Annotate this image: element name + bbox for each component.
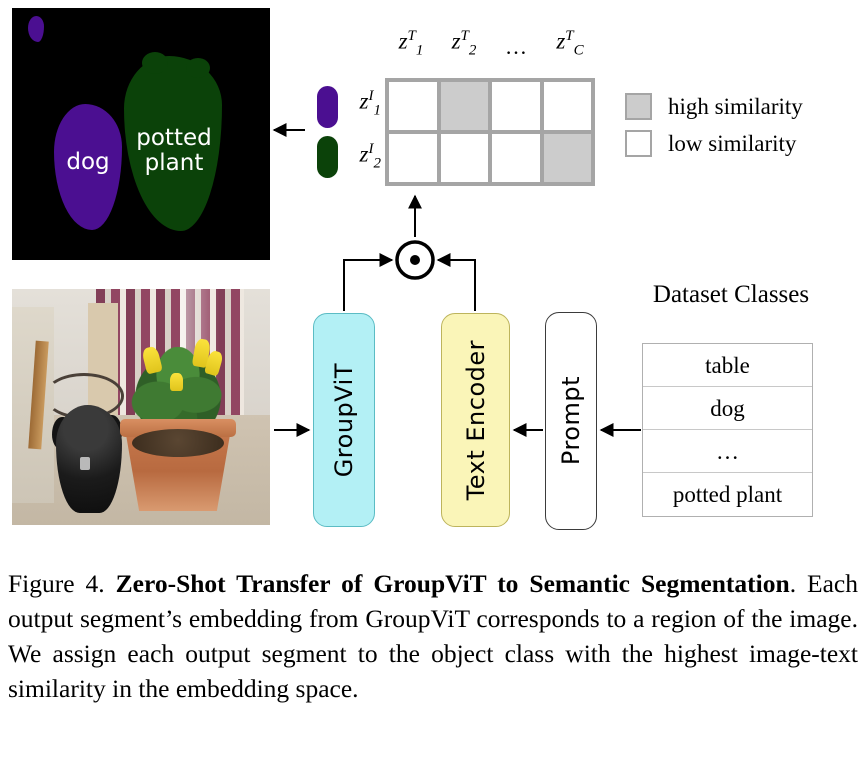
image-token-pill-2 xyxy=(317,136,338,178)
segment-plant-bump-left xyxy=(142,52,168,74)
photo-flower xyxy=(170,373,183,391)
col-header-2-base: z xyxy=(451,28,461,54)
matrix-col-header-1: zT1 xyxy=(385,28,437,59)
caption-body: . Each output segment’s embedding from G… xyxy=(8,569,858,703)
class-row: potted plant xyxy=(672,482,783,507)
legend-row-low: low similarity xyxy=(625,125,855,162)
segment-dog-speck xyxy=(28,16,44,42)
segment-label-dog: dog xyxy=(66,149,110,175)
dataset-classes-table: table dog … potted plant xyxy=(642,343,813,517)
figure-diagram: dog potted plant zI1 zI2 zT1 xyxy=(12,8,855,530)
legend-row-high: high similarity xyxy=(625,88,855,125)
col-header-2-sub: 2 xyxy=(468,42,477,59)
dot-product-operator-icon xyxy=(395,240,435,280)
class-row: … xyxy=(643,430,812,473)
col-header-1-base: z xyxy=(398,28,408,54)
matrix-row-header-1: zI1 xyxy=(345,88,381,119)
matrix-row-header-2: zI2 xyxy=(345,141,381,172)
prompt-label: Prompt xyxy=(557,376,585,466)
col-header-c-sup: T xyxy=(565,28,574,44)
row-header-2-base: z xyxy=(359,141,369,167)
row-header-1-base: z xyxy=(359,88,369,114)
row-header-1-sup: I xyxy=(368,88,374,104)
matrix-col-header-c: zTC xyxy=(544,28,596,59)
col-header-1-sup: T xyxy=(407,28,416,44)
similarity-legend: high similarity low similarity xyxy=(625,88,855,162)
arrow-text-encoder-to-operator xyxy=(436,253,476,311)
col-header-c-base: z xyxy=(556,28,566,54)
legend-label-low: low similarity xyxy=(668,130,797,156)
col-header-c-sub: C xyxy=(573,42,584,59)
matrix-cell-r1c2 xyxy=(440,82,488,130)
legend-label-high: high similarity xyxy=(668,93,803,119)
col-header-2-sup: T xyxy=(460,28,469,44)
dot-product-operator-dot-icon xyxy=(410,255,420,265)
segment-plant-bump-right xyxy=(186,58,210,78)
text-encoder-box: Text Encoder xyxy=(441,313,510,527)
photo-dog-tag xyxy=(80,457,90,470)
matrix-cell-r2c2 xyxy=(440,134,488,182)
groupvit-encoder-box: GroupViT xyxy=(313,313,375,527)
matrix-cell-r1c4 xyxy=(543,82,591,130)
prompt-box: Prompt xyxy=(545,312,597,530)
figure-caption: Figure 4. Zero-Shot Transfer of GroupViT… xyxy=(8,566,858,706)
segmentation-mask-panel: dog potted plant xyxy=(12,8,270,260)
matrix-col-header-ellipsis: … xyxy=(505,34,529,59)
text-encoder-label: Text Encoder xyxy=(461,339,490,501)
matrix-cell-r2c1 xyxy=(389,134,437,182)
photo-soil xyxy=(132,429,224,457)
matrix-cell-r1c3 xyxy=(492,82,540,130)
class-row: table xyxy=(643,344,812,387)
dataset-classes-title: Dataset Classes xyxy=(652,281,810,308)
caption-number: Figure 4. xyxy=(8,569,105,598)
image-token-pill-1 xyxy=(317,86,338,128)
row-header-2-sub: 2 xyxy=(373,155,382,172)
matrix-cell-r2c4 xyxy=(543,134,591,182)
similarity-matrix xyxy=(385,78,595,186)
arrow-groupvit-to-operator xyxy=(343,253,394,311)
groupvit-label: GroupViT xyxy=(330,362,358,478)
matrix-col-header-2: zT2 xyxy=(438,28,490,59)
segment-dog-region xyxy=(54,104,122,230)
segment-label-potted-plant: potted plant xyxy=(136,125,212,176)
input-photo xyxy=(12,289,270,525)
matrix-cell-r1c1 xyxy=(389,82,437,130)
matrix-cell-r2c3 xyxy=(492,134,540,182)
legend-swatch-low-icon xyxy=(625,130,652,157)
caption-title: Zero-Shot Transfer of GroupViT to Semant… xyxy=(115,569,790,598)
row-header-2-sup: I xyxy=(368,141,374,157)
row-header-1-sub: 1 xyxy=(373,102,382,119)
class-row: dog xyxy=(643,387,812,430)
col-header-1-sub: 1 xyxy=(415,42,424,59)
legend-swatch-high-icon xyxy=(625,93,652,120)
